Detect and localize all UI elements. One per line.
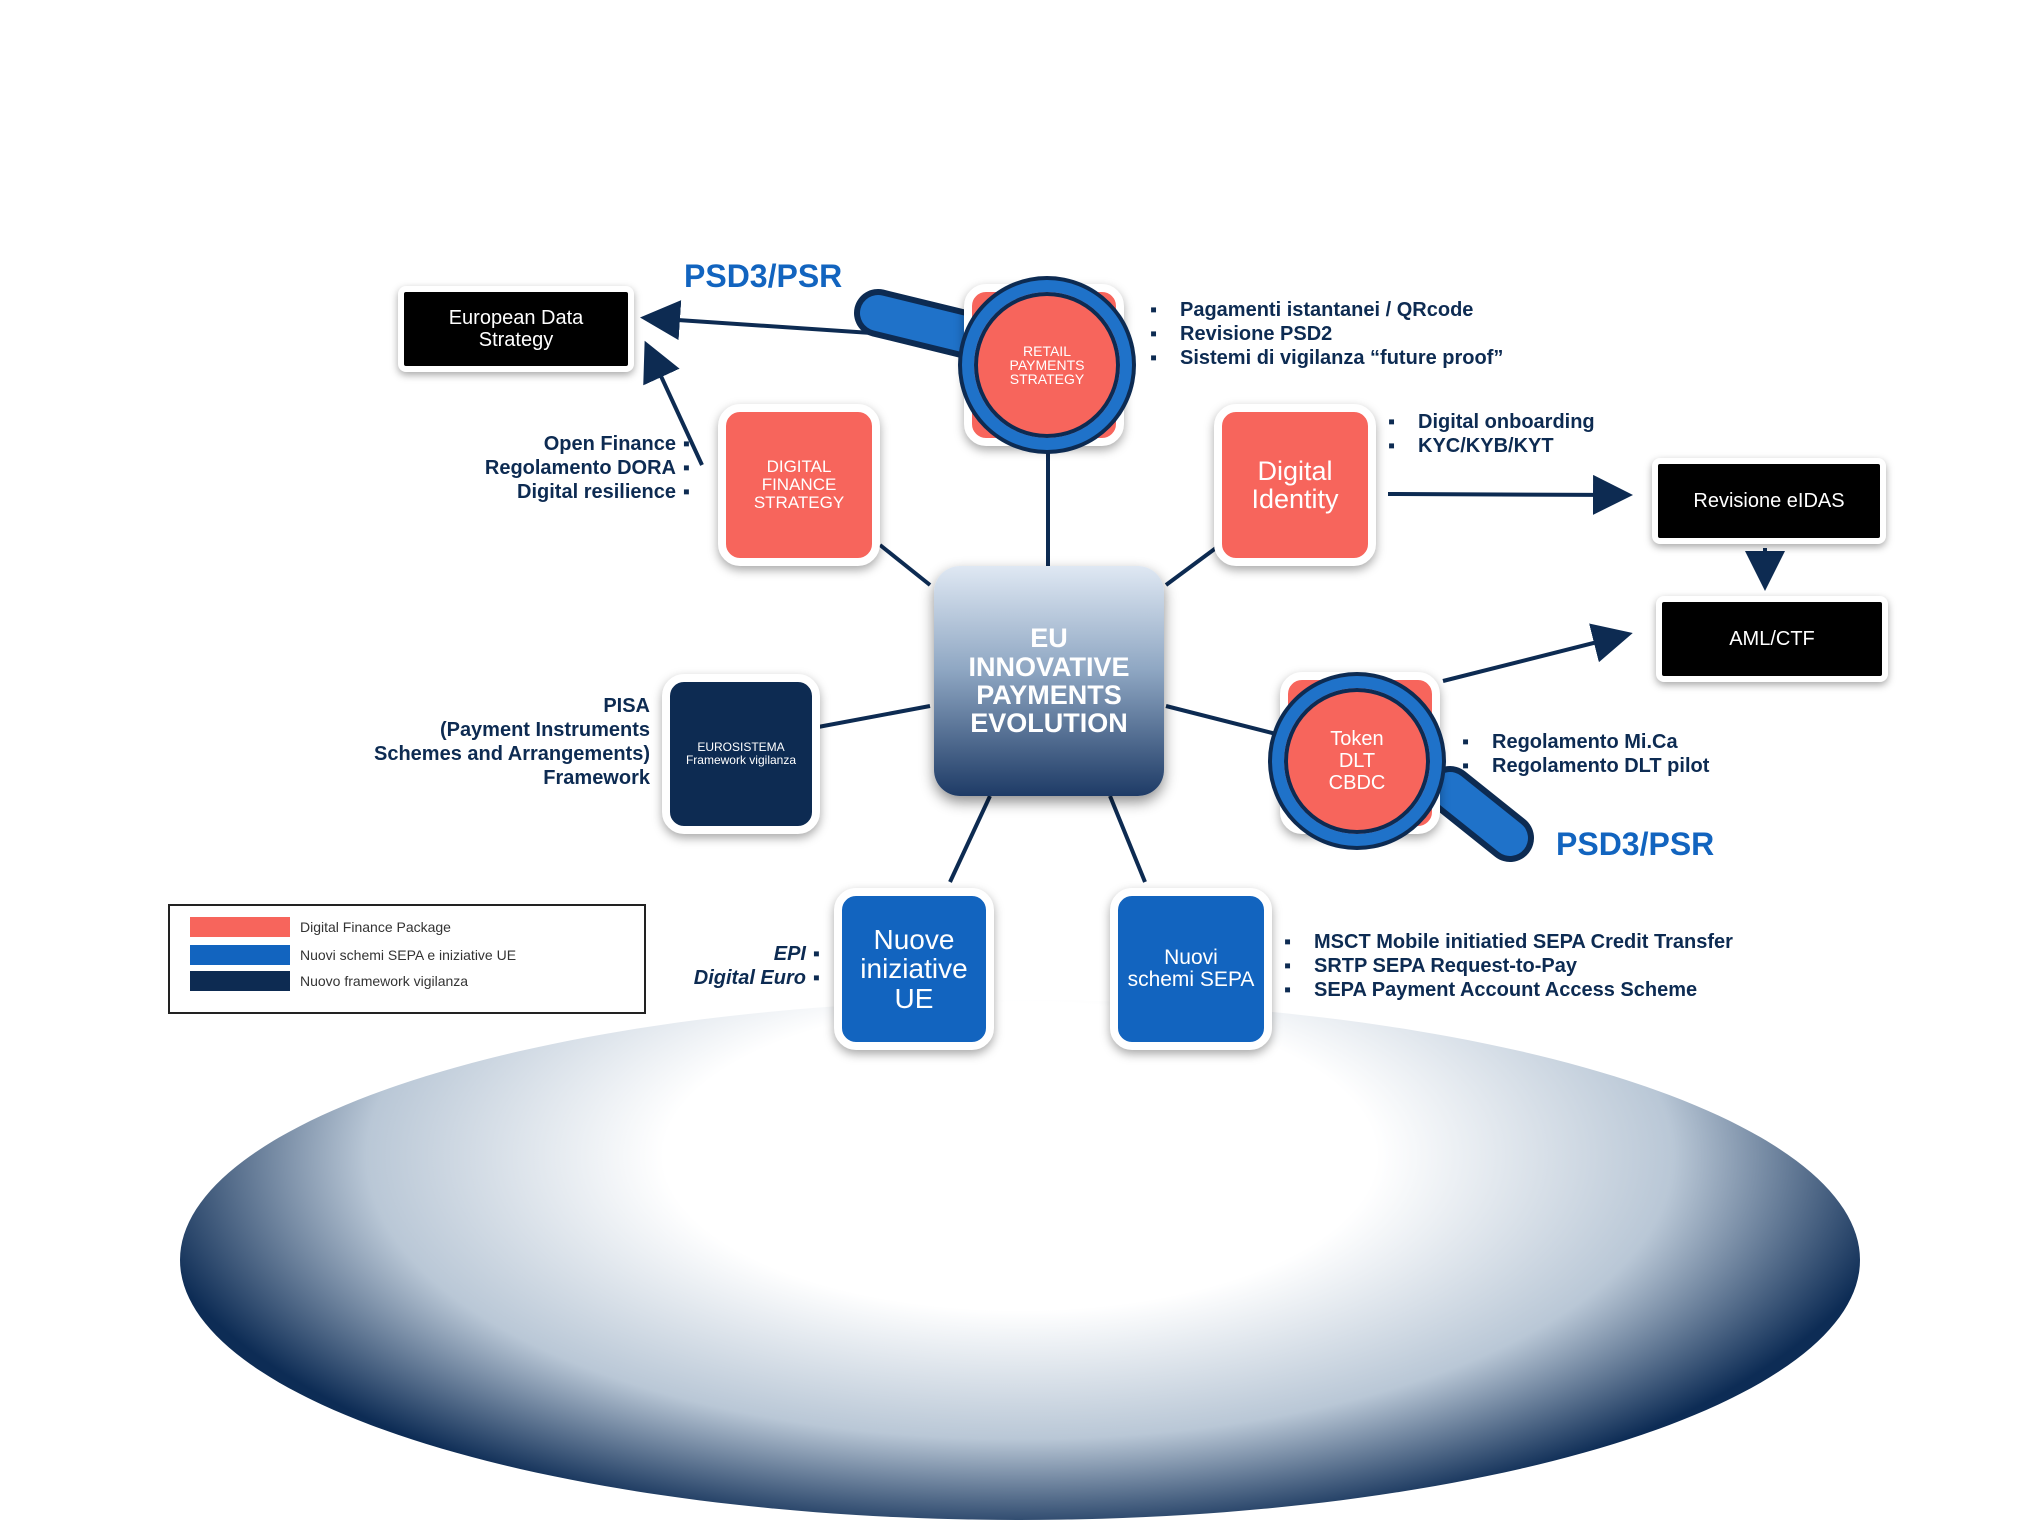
handle-top	[860, 295, 986, 353]
arrow-to-eds	[640, 300, 903, 341]
magnifier-handles	[854, 289, 1534, 862]
dfs-line2: FINANCE	[761, 475, 837, 495]
node-digital-finance-strategy[interactable]: DIGITAL FINANCE STRATEGY	[718, 404, 880, 566]
magnifier-bottom: Token DLT CBDC	[1272, 676, 1442, 846]
list-item: Regolamento Mi.Ca	[1462, 730, 1709, 754]
arrow-dfs-eds	[643, 340, 704, 466]
connector-lines	[640, 300, 1785, 883]
retail-line1: RETAIL	[1023, 343, 1071, 359]
token-line3: CBDC	[1328, 772, 1386, 794]
list-item: Regolamento DORA	[420, 456, 690, 480]
magnifier-top: RETAIL PAYMENTS STRATEGY	[962, 280, 1132, 450]
dfs-line3: STRATEGY	[753, 492, 845, 512]
aml-label: AML/CTF	[1729, 628, 1815, 650]
handle-bottom	[1432, 772, 1528, 856]
psd3-psr-bottom: PSD3/PSR	[1556, 826, 1715, 862]
bullets-retail: Pagamenti istantanei / QRcode Revisione …	[1150, 298, 1503, 370]
list-item: SRTP SEPA Request-to-Pay	[1284, 954, 1733, 978]
list-item: MSCT Mobile initiatied SEPA Credit Trans…	[1284, 930, 1733, 954]
bullets-identity: Digital onboarding KYC/KYB/KYT	[1388, 410, 1595, 458]
node-nuovi-schemi-sepa[interactable]: Nuovi schemi SEPA	[1110, 888, 1272, 1050]
pisa-text: PISA (Payment Instruments Schemes and Ar…	[330, 694, 650, 790]
eds-line2: Strategy	[478, 329, 554, 351]
nuove-line3: UE	[894, 982, 934, 1014]
legend-label: Nuovo framework vigilanza	[300, 973, 469, 989]
list-item: Open Finance	[420, 432, 690, 456]
pisa-line4: Framework	[543, 767, 650, 789]
legend-swatch	[190, 945, 290, 965]
list-item: Digital resilience	[420, 480, 690, 504]
legend-label: Digital Finance Package	[300, 919, 451, 935]
node-digital-identity[interactable]: Digital Identity	[1214, 404, 1376, 566]
center-line3: PAYMENTS	[976, 680, 1122, 710]
bullets-token: Regolamento Mi.Ca Regolamento DLT pilot	[1462, 730, 1709, 778]
center-eu-innovative-payments[interactable]: EU INNOVATIVE PAYMENTS EVOLUTION	[934, 566, 1164, 796]
bullets-sepa: MSCT Mobile initiatied SEPA Credit Trans…	[1284, 930, 1733, 1002]
sepa-line1: Nuovi	[1164, 945, 1218, 969]
identity-line1: Digital	[1257, 455, 1333, 486]
legend: Digital Finance Package Nuovi schemi SEP…	[168, 904, 646, 1014]
legend-item: Digital Finance Package	[190, 916, 451, 938]
euro-line2: Framework vigilanza	[685, 753, 797, 767]
legend-swatch	[190, 917, 290, 937]
list-item: Digital Euro	[620, 966, 820, 990]
legend-item: Nuovo framework vigilanza	[190, 970, 468, 992]
token-line2: DLT	[1338, 750, 1376, 772]
retail-line2: PAYMENTS	[1009, 357, 1085, 373]
nuove-line2: iniziative	[860, 953, 968, 985]
pisa-line1: PISA	[603, 695, 650, 717]
list-item: Revisione PSD2	[1150, 322, 1503, 346]
eidas-label: Revisione eIDAS	[1693, 490, 1845, 512]
list-item: KYC/KYB/KYT	[1388, 434, 1595, 458]
eds-line1: European Data	[448, 307, 584, 329]
arrow-to-aml	[1442, 623, 1633, 683]
euro-line1: EUROSISTEMA	[697, 740, 785, 755]
legend-item: Nuovi schemi SEPA e iniziative UE	[190, 944, 516, 966]
nuove-line1: Nuove	[873, 923, 955, 955]
legend-swatch	[190, 971, 290, 991]
link-token	[1165, 704, 1281, 737]
center-line2: INNOVATIVE	[968, 651, 1130, 682]
center-line4: EVOLUTION	[970, 708, 1128, 739]
link-dfs	[878, 543, 932, 587]
list-item: EPI	[620, 942, 820, 966]
pisa-line3: Schemes and Arrangements)	[373, 743, 650, 765]
box-aml-ctf[interactable]: AML/CTF	[1656, 596, 1888, 682]
link-eurosistema	[817, 704, 931, 729]
list-item: Pagamenti istantanei / QRcode	[1150, 298, 1503, 322]
list-item: Regolamento DLT pilot	[1462, 754, 1709, 778]
link-identity	[1164, 543, 1222, 587]
retail-line3: STRATEGY	[1009, 371, 1085, 387]
box-revisione-eidas[interactable]: Revisione eIDAS	[1652, 458, 1886, 544]
box-european-data-strategy[interactable]: European Data Strategy	[398, 286, 634, 372]
psd3-psr-top: PSD3/PSR	[684, 258, 843, 294]
bullets-dfs: Open Finance Regolamento DORA Digital re…	[420, 432, 690, 504]
node-eurosistema[interactable]: EUROSISTEMA Framework vigilanza	[662, 674, 820, 834]
list-item: SEPA Payment Account Access Scheme	[1284, 978, 1733, 1002]
list-item: Digital onboarding	[1388, 410, 1595, 434]
pisa-line2: (Payment Instruments	[439, 719, 650, 741]
node-nuove-iniziative-ue[interactable]: Nuove iniziative UE	[834, 888, 994, 1050]
legend-label: Nuovi schemi SEPA e iniziative UE	[300, 947, 517, 963]
dfs-line1: DIGITAL	[766, 457, 832, 477]
arrow-to-eidas	[1387, 474, 1633, 515]
link-nuove	[948, 795, 992, 883]
link-sepa	[1108, 795, 1147, 883]
sepa-line2: schemi SEPA	[1127, 968, 1255, 991]
identity-line2: Identity	[1251, 484, 1339, 514]
center-line1: EU	[1030, 623, 1068, 654]
list-item: Sistemi di vigilanza “future proof”	[1150, 346, 1503, 370]
token-line1: Token	[1330, 728, 1384, 750]
bullets-nuove: EPI Digital Euro	[620, 942, 820, 990]
